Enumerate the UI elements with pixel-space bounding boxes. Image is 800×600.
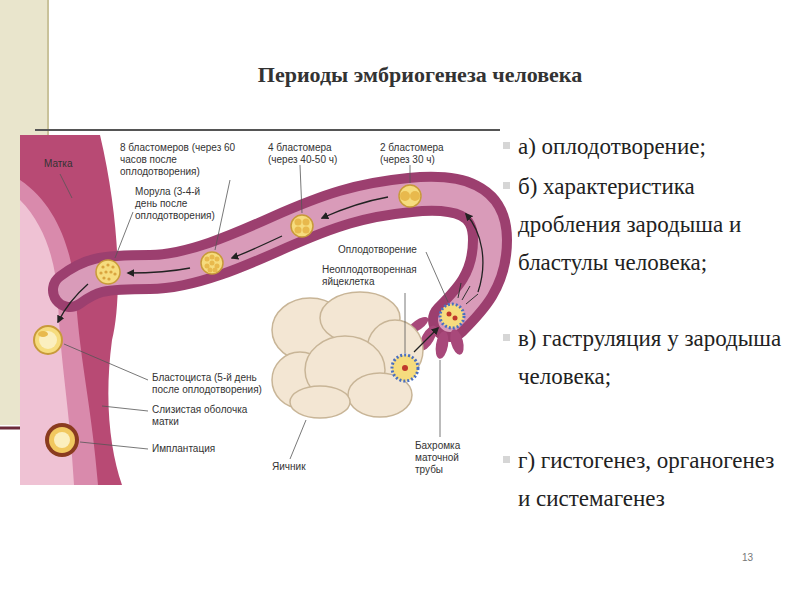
part-label: 4 бластомера (через 40-50 ч) bbox=[268, 142, 352, 166]
part-label: Неоплодотворенная яйцеклетка bbox=[322, 264, 424, 288]
list-item: г) гистогенез, органогенез и системагене… bbox=[518, 442, 788, 518]
part-label: Имплантация bbox=[152, 443, 215, 455]
fallopian-tube bbox=[70, 194, 490, 320]
list-item: в) гаструляция у зародыша человека; bbox=[518, 320, 788, 396]
bullet bbox=[503, 142, 510, 463]
part-label: Яичник bbox=[272, 461, 306, 473]
title-rule bbox=[35, 129, 500, 131]
page-number: 13 bbox=[742, 552, 753, 563]
cell-4 bbox=[291, 215, 313, 237]
list-item: б) характеристика дробления зародыша и б… bbox=[518, 168, 788, 282]
list-item: а) оплодотворение; bbox=[518, 128, 788, 166]
part-label: 2 бластомера (через 30 ч) bbox=[380, 142, 460, 166]
implantation bbox=[45, 423, 79, 457]
part-label: Морула (3-4-й день после оплодотворения) bbox=[135, 186, 217, 222]
egg-cell bbox=[392, 355, 418, 381]
movement-arrow bbox=[58, 197, 483, 352]
part-label: Матка bbox=[44, 158, 73, 170]
part-label: 8 бластомеров (через 60 часов после опло… bbox=[120, 142, 250, 178]
morula bbox=[96, 260, 120, 284]
part-label: Бахромка маточной трубы bbox=[415, 440, 489, 476]
cell-2 bbox=[399, 185, 421, 207]
part-label: Бластоциста (5-й день после оплодотворен… bbox=[152, 372, 272, 396]
ovary bbox=[272, 292, 423, 418]
blastocyst bbox=[34, 326, 62, 354]
cell-8 bbox=[201, 252, 223, 274]
leader-line bbox=[60, 165, 448, 459]
part-label: Слизистая оболочка матки bbox=[152, 404, 252, 428]
zygote bbox=[440, 283, 478, 328]
slide-title: Периоды эмбриогенеза человека bbox=[200, 62, 640, 88]
part-label: Оплодотворение bbox=[338, 244, 417, 256]
